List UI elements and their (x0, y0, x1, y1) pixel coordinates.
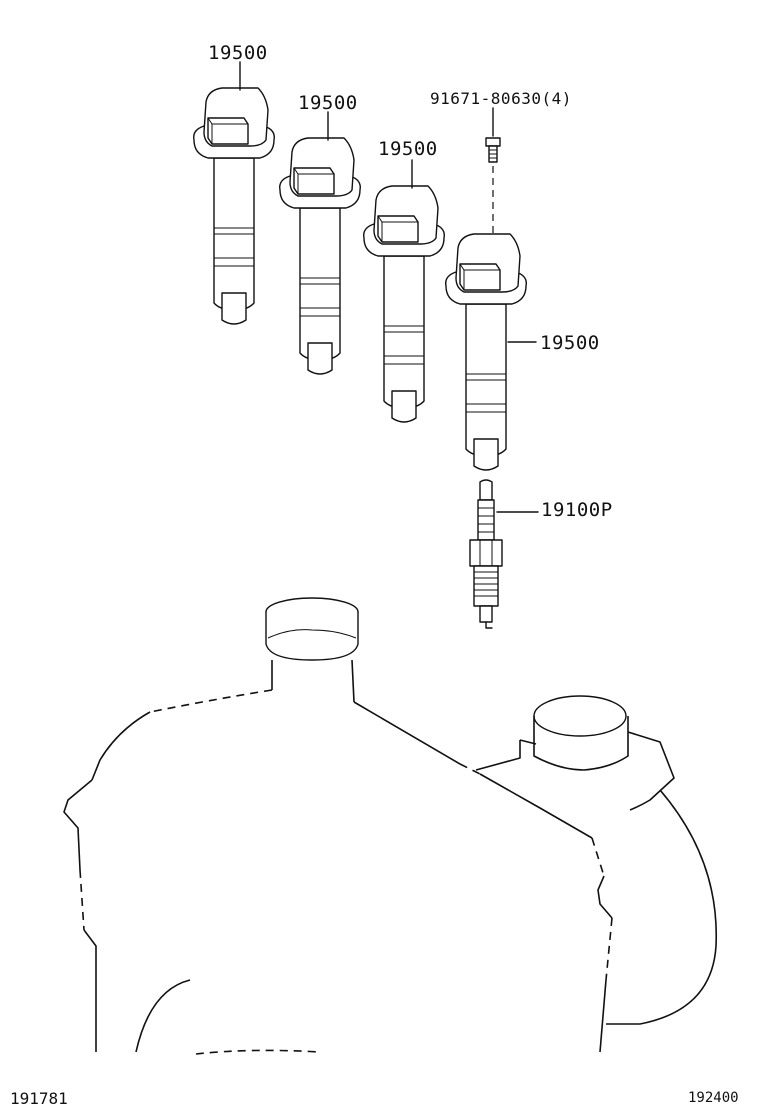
ignition-coil-2 (279, 137, 361, 375)
label-coil-4: 19500 (540, 332, 600, 354)
ignition-coil-3 (363, 185, 445, 423)
engine-head-outline (63, 597, 718, 1055)
ignition-coil-4 (445, 233, 527, 471)
label-coil-3: 19500 (378, 138, 438, 160)
spark-plug-part (469, 479, 539, 629)
label-bolt: 91671-80630(4) (430, 89, 572, 108)
footer-right-code: 192400 (688, 1090, 739, 1106)
label-coil-1: 19500 (208, 42, 268, 64)
label-coil-2: 19500 (298, 92, 358, 114)
label-spark-plug: 19100P (541, 499, 613, 521)
ignition-coil-1 (193, 87, 275, 325)
footer-left-code: 191781 (10, 1089, 68, 1108)
bolt-part (485, 107, 501, 236)
